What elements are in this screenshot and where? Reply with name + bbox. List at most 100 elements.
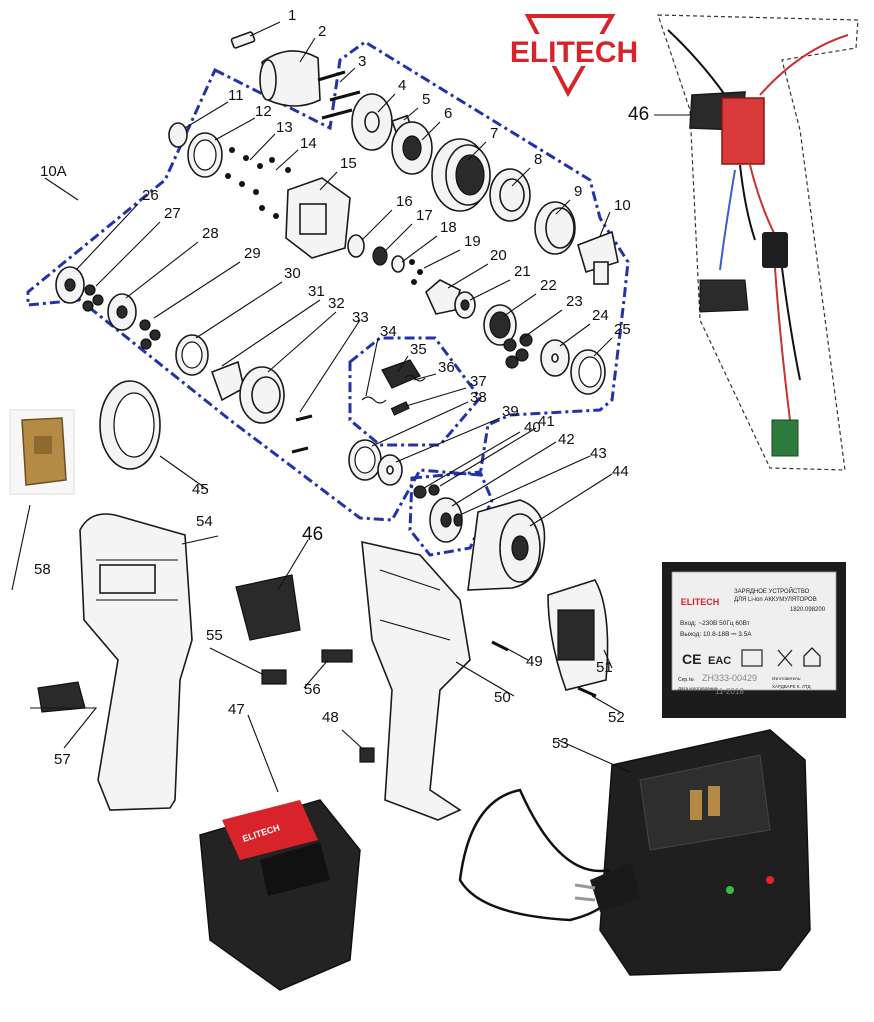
label-part-47: 47	[228, 701, 245, 718]
label-part-29: 29	[244, 245, 261, 262]
leader-lines	[11, 21, 690, 793]
part-10-spindle	[577, 230, 619, 285]
part-28-carrier	[107, 293, 137, 331]
part-51-battery-cover	[547, 579, 609, 691]
part-54-housing-left	[79, 513, 193, 811]
label-part-18: 18	[440, 219, 457, 236]
nameplate-manufacturer-caption: Изготовитель:	[772, 676, 801, 681]
part-49-screw	[491, 640, 509, 652]
part-50-housing-right	[361, 540, 471, 821]
part-46-switch	[235, 574, 301, 641]
label-group-10a: 10A	[40, 163, 67, 180]
nameplate-mark-eac: EAC	[708, 655, 731, 667]
part-56-connector	[321, 649, 353, 663]
wiring-harness	[657, 14, 859, 471]
label-part-51: 51	[596, 659, 613, 676]
label-part-50: 50	[494, 689, 511, 706]
label-part-44: 44	[612, 463, 629, 480]
nameplate-brand: ELITECH	[681, 597, 720, 607]
group-motor-outline	[408, 470, 494, 557]
label-part-48: 48	[322, 709, 339, 726]
label-part-39: 39	[502, 403, 519, 420]
part-27-gears	[82, 284, 104, 312]
label-part-2: 2	[318, 23, 326, 40]
part-15-hammer-block	[285, 177, 351, 259]
label-part-17: 17	[416, 207, 433, 224]
part-30-ring	[175, 334, 209, 376]
label-part-55: 55	[206, 627, 223, 644]
part-21-bushing	[454, 291, 476, 319]
part-37-spring	[390, 401, 410, 416]
part-24-washer	[540, 339, 570, 377]
elitech-logo: ELITECH	[510, 14, 638, 98]
part-3-screws	[317, 70, 361, 120]
indoor-use-icon	[803, 647, 821, 667]
label-part-1: 1	[288, 7, 296, 24]
part-35-switch-slide	[381, 359, 421, 389]
nameplate-serial-caption: Сер.№	[678, 677, 694, 683]
nameplate-date: 11-2018	[715, 687, 744, 696]
label-part-46-switch: 46	[302, 524, 323, 545]
label-part-12: 12	[255, 103, 272, 120]
label-part-31: 31	[308, 283, 325, 300]
label-part-14: 14	[300, 135, 317, 152]
label-part-37: 37	[470, 373, 487, 390]
part-number-labels: 1 2 3 4 5 6 7 8 9 10 11 12 13 14 15 16 1…	[34, 7, 649, 768]
label-part-41: 41	[538, 413, 555, 430]
label-part-6: 6	[444, 105, 452, 122]
label-part-15: 15	[340, 155, 357, 172]
part-40-fan	[413, 485, 427, 499]
part-45-motor-bracket	[99, 380, 161, 470]
label-part-9: 9	[574, 183, 582, 200]
label-part-30: 30	[284, 265, 301, 282]
nameplate-model: 1820.098200	[790, 607, 826, 613]
nameplate-input: Вход: ~230В 50Гц 60Вт	[680, 620, 750, 627]
part-16-washer	[347, 234, 365, 258]
label-part-36: 36	[438, 359, 455, 376]
label-part-32: 32	[328, 295, 345, 312]
part-53-charger	[458, 729, 811, 976]
part-18-washer	[391, 255, 405, 273]
part-8-ring-gear	[489, 168, 531, 222]
label-part-42: 42	[558, 431, 575, 448]
switch-module	[721, 97, 765, 165]
label-part-38: 38	[470, 389, 487, 406]
nameplate-title-1: ЗАРЯДНОЕ УСТРОЙСТВО	[734, 587, 810, 595]
part-2-nose-cap	[259, 50, 321, 107]
label-part-8: 8	[534, 151, 542, 168]
label-part-21: 21	[514, 263, 531, 280]
part-7-gear-housing	[431, 138, 491, 212]
label-part-10: 10	[614, 197, 631, 214]
label-part-56: 56	[304, 681, 321, 698]
part-36-spring	[404, 374, 426, 382]
part-29-gears	[139, 319, 161, 350]
label-part-34: 34	[380, 323, 397, 340]
part-41-bearing	[428, 484, 440, 496]
charger-nameplate: ELITECH ЗАРЯДНОЕ УСТРОЙСТВО ДЛЯ Li-ion А…	[662, 562, 846, 718]
part-22-ring-gear	[483, 304, 517, 346]
label-part-4: 4	[398, 77, 406, 94]
group-switch-outline	[348, 336, 482, 447]
label-part-49: 49	[526, 653, 543, 670]
label-part-28: 28	[202, 225, 219, 242]
part-44-motor	[467, 499, 546, 591]
part-4-flange	[351, 93, 393, 151]
part-48-led	[359, 747, 375, 763]
part-12-o-ring	[187, 132, 223, 178]
label-part-53: 53	[552, 735, 569, 752]
part-17-ring	[372, 246, 388, 266]
label-part-11: 11	[228, 87, 244, 104]
manual-icon	[741, 649, 763, 667]
label-part-46-harness: 46	[628, 104, 649, 125]
nameplate-manufacturer: ХАРДВАРЕ К. ЛТД	[772, 684, 811, 689]
label-part-13: 13	[276, 119, 293, 136]
label-part-33: 33	[352, 309, 369, 326]
nameplate-title-2: ДЛЯ Li-ion АККУМУЛЯТОРОВ	[734, 597, 817, 603]
part-6-bearing-plate	[391, 121, 433, 175]
part-13-balls	[225, 147, 263, 195]
label-part-25: 25	[614, 321, 631, 338]
label-part-26: 26	[142, 187, 159, 204]
label-part-40: 40	[524, 419, 541, 436]
label-part-22: 22	[540, 277, 557, 294]
